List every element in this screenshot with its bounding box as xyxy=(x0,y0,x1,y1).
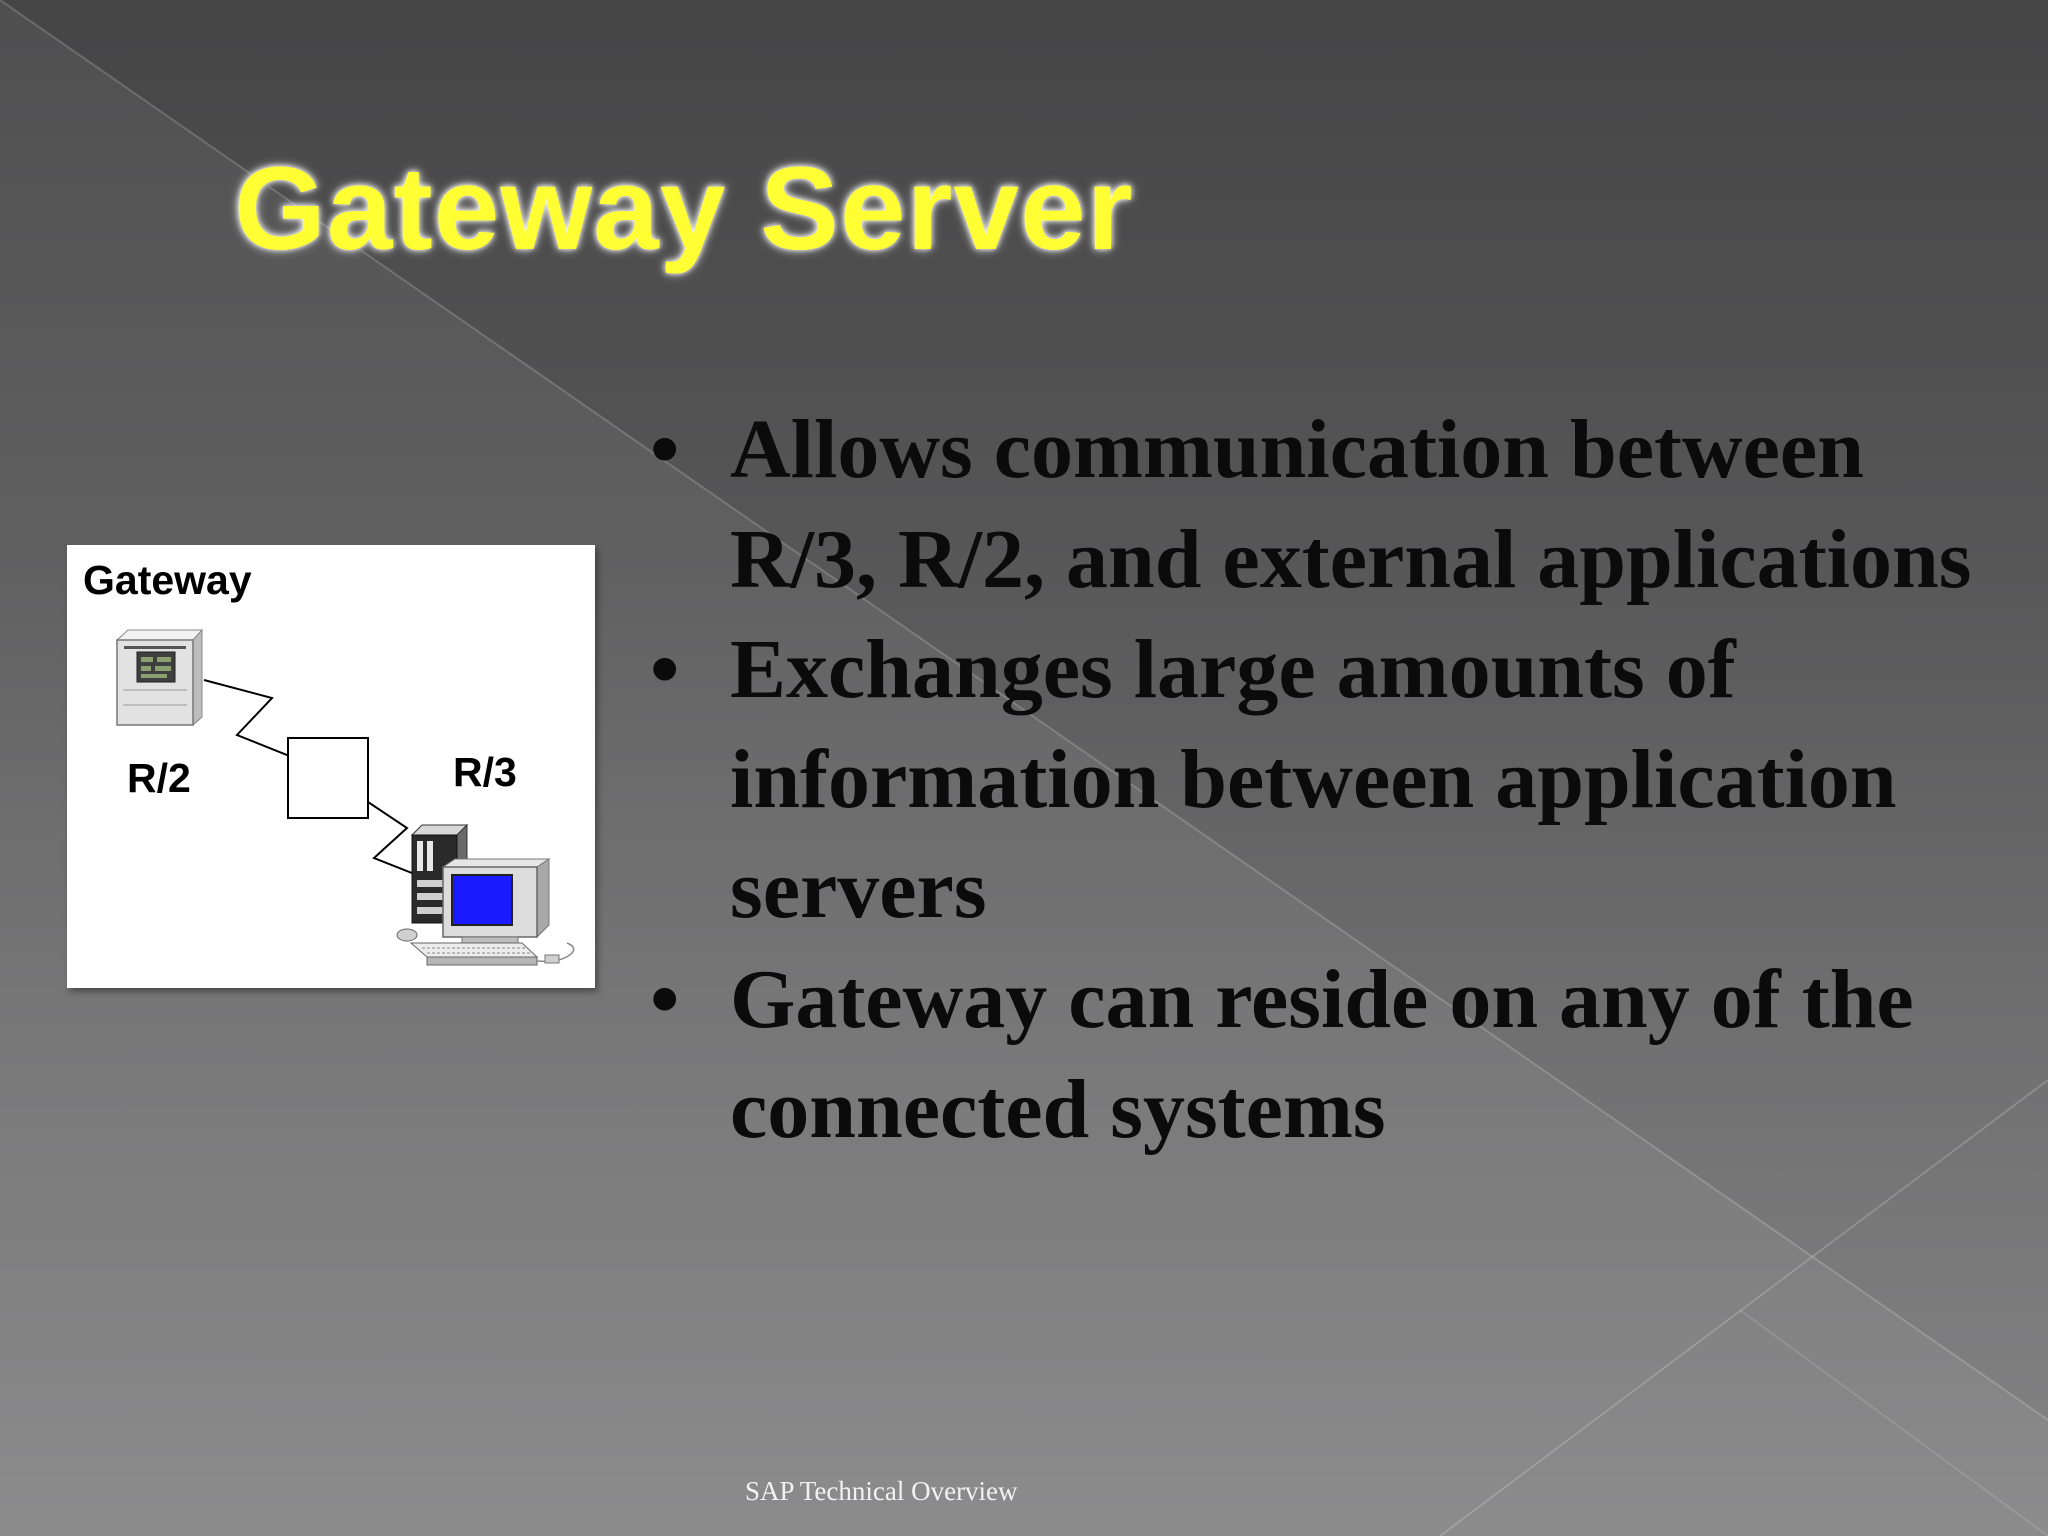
gateway-diagram: Gateway R/2 R/3 xyxy=(67,545,595,988)
bullet-text: Exchanges large amounts of information b… xyxy=(730,623,1897,936)
bullet-item: • Exchanges large amounts of information… xyxy=(650,615,1980,945)
bullet-item: • Allows communication between R/3, R/2,… xyxy=(650,395,1980,615)
gateway-box-icon xyxy=(287,737,369,819)
bullet-list: • Allows communication between R/3, R/2,… xyxy=(650,395,1980,1165)
bullet-item: • Gateway can reside on any of the conne… xyxy=(650,945,1980,1165)
bullet-marker: • xyxy=(650,953,680,1046)
bullet-marker: • xyxy=(650,403,680,496)
connection-line-gateway-r3 xyxy=(367,801,418,876)
slide-title: Gateway Server xyxy=(234,143,1134,275)
connection-line-r2-gateway xyxy=(203,679,288,756)
diagram-heading: Gateway xyxy=(83,557,252,603)
bullet-text: Gateway can reside on any of the connect… xyxy=(730,953,1914,1156)
r3-label: R/3 xyxy=(453,749,517,795)
r2-label: R/2 xyxy=(127,755,191,801)
bullet-text: Allows communication between R/3, R/2, a… xyxy=(730,403,1972,606)
slide-footer: SAP Technical Overview xyxy=(745,1476,1018,1506)
workstation-icon xyxy=(396,823,575,966)
bullet-marker: • xyxy=(650,623,680,716)
mainframe-server-icon xyxy=(115,628,204,727)
